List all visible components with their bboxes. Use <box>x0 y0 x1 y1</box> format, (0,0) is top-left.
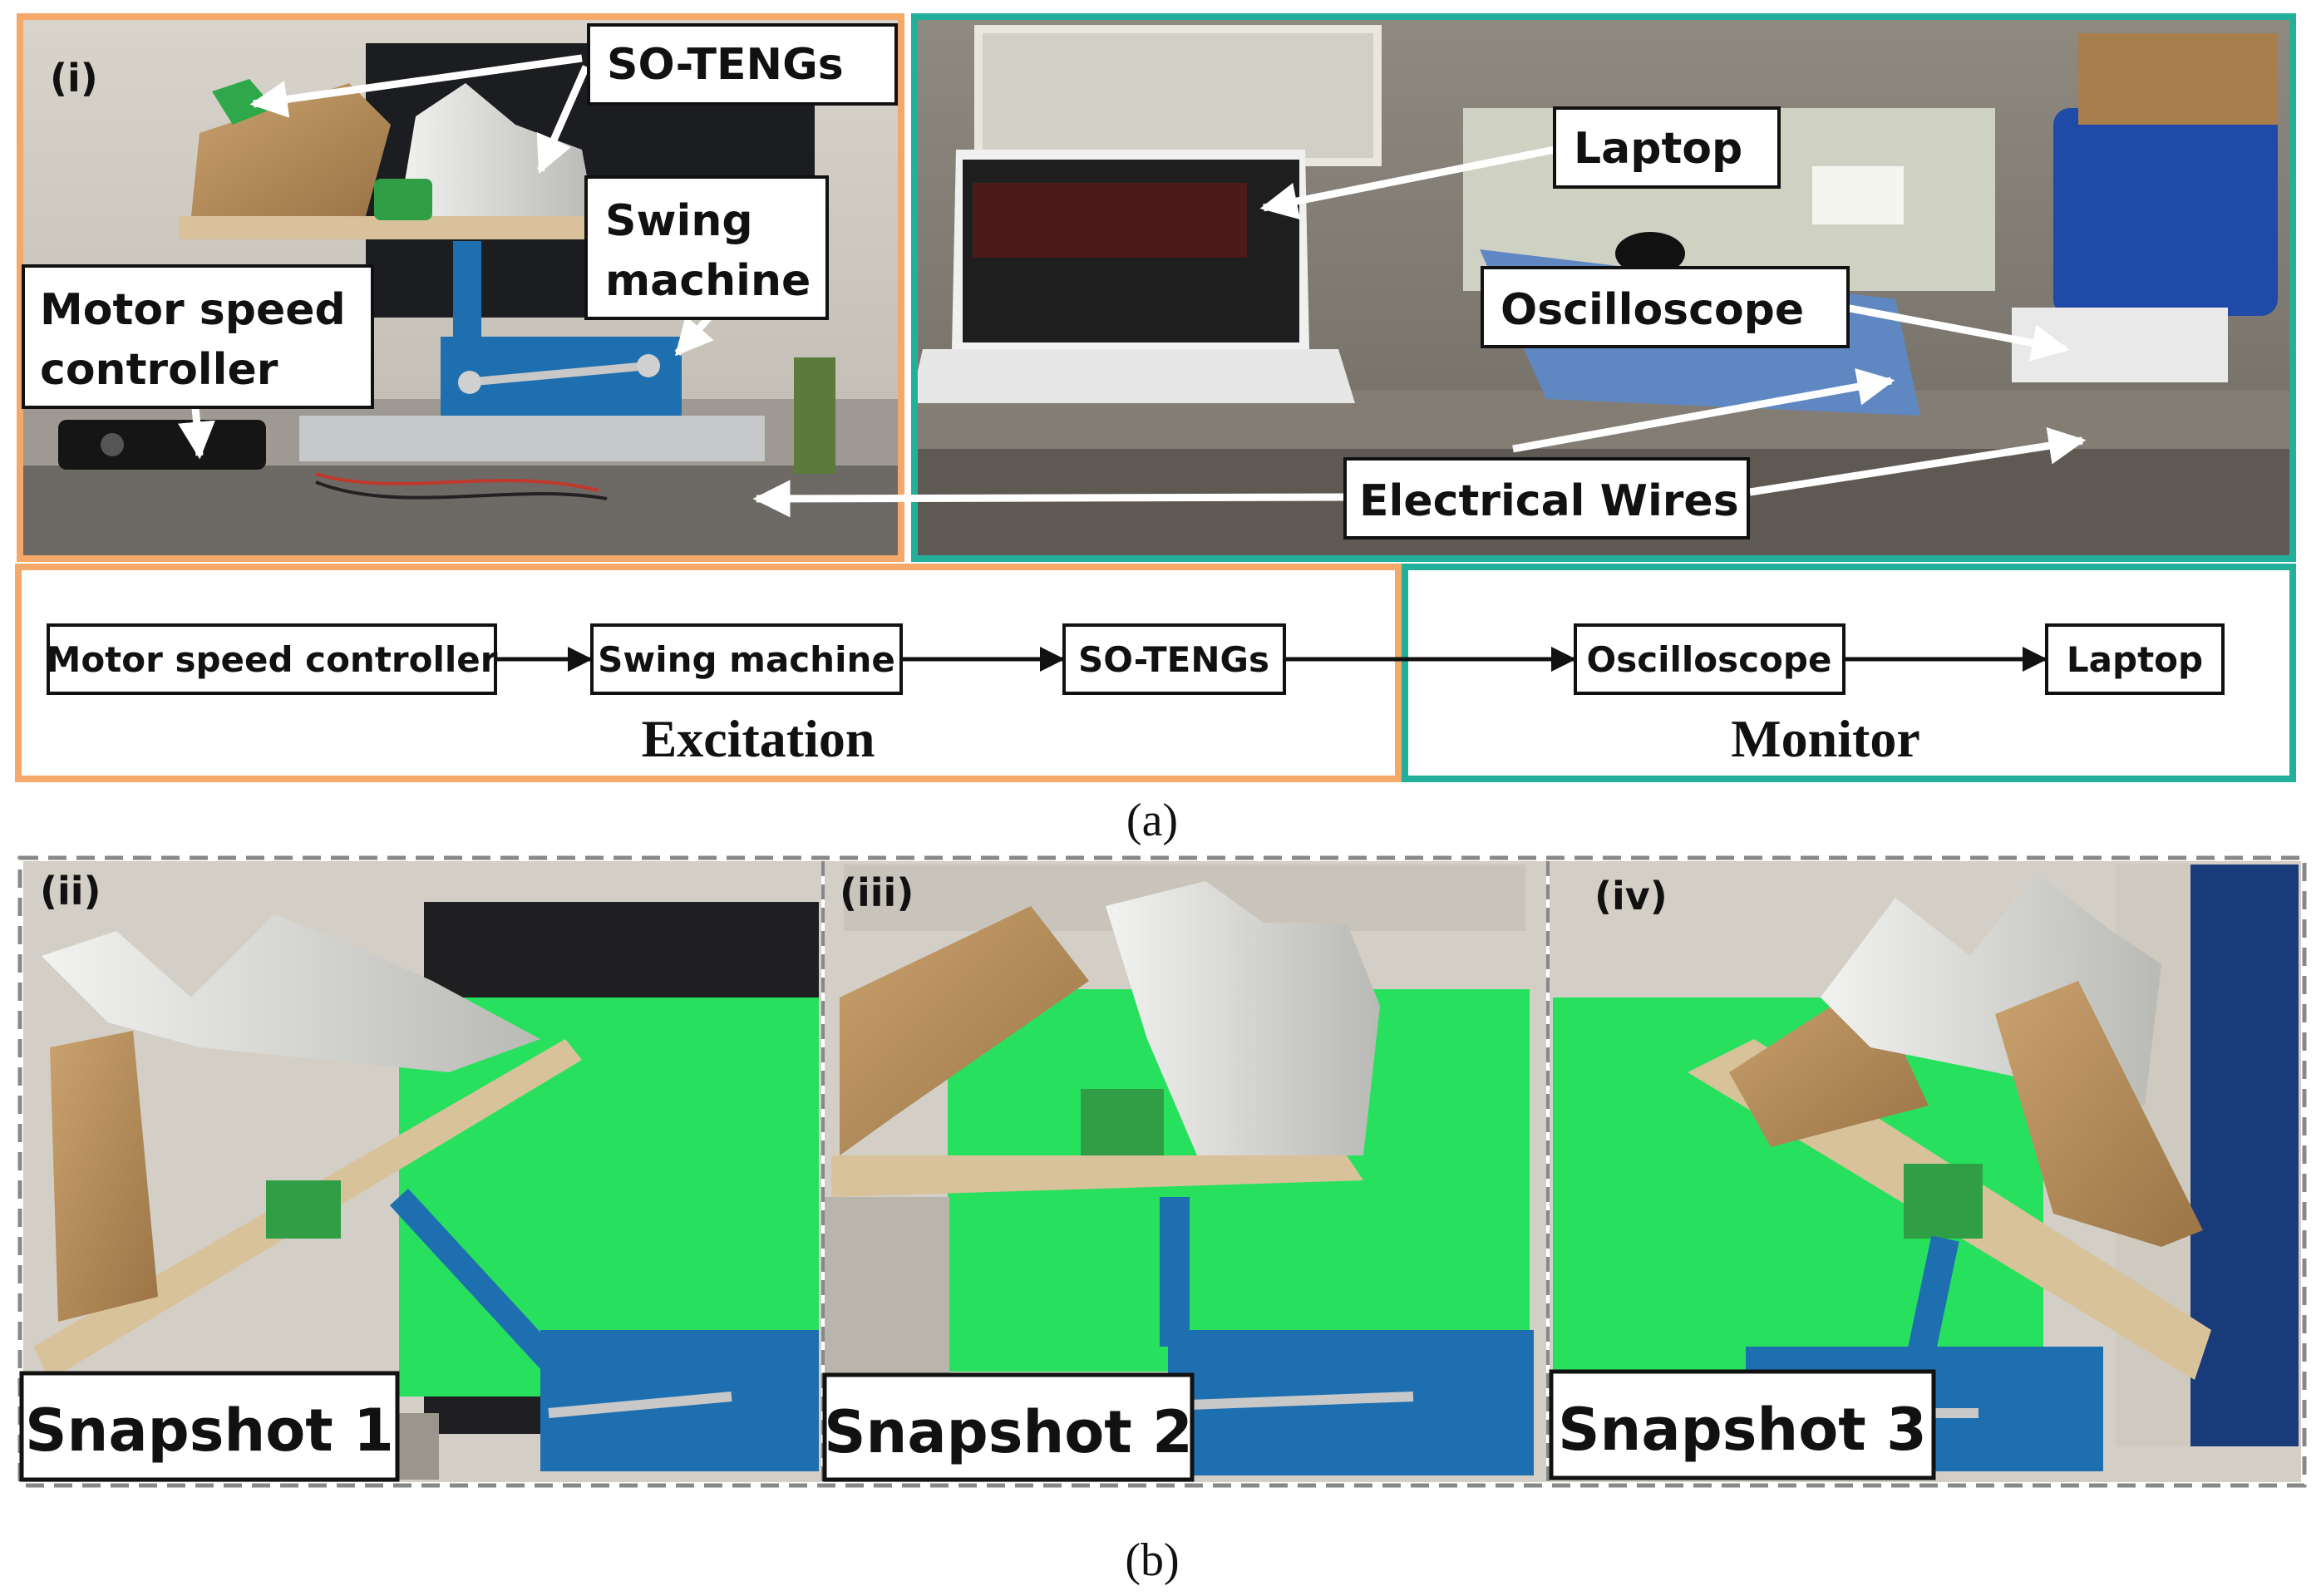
snapshot-2-label: Snapshot 2 <box>824 1398 1193 1466</box>
snapshot-3-photo <box>1550 861 2301 1482</box>
flow-node-oscilloscope-label: Oscilloscope <box>1587 639 1832 680</box>
callout-swing-machine-line2: machine <box>605 256 811 306</box>
so-tengs-shape <box>42 914 540 1072</box>
callout-oscilloscope-label: Oscilloscope <box>1501 285 1804 335</box>
callout-motor-line1: Motor speed <box>40 285 346 335</box>
arrow-wires-up <box>1512 368 1895 453</box>
flow-node-laptop: Laptop <box>2045 623 2225 695</box>
arrow-so-tengs-left <box>249 54 583 118</box>
callout-wires-label: Electrical Wires <box>1359 476 1739 526</box>
caption-a: (a) <box>1126 795 1178 846</box>
monitor-photo-border <box>911 13 2296 562</box>
arrow-motor <box>178 406 215 460</box>
snapshot-1-label: Snapshot 1 <box>25 1396 394 1465</box>
snapshot-3-label: Snapshot 3 <box>1558 1396 1927 1464</box>
panel-label-i: (i) <box>50 56 98 101</box>
arrow-oscilloscope <box>1845 303 2070 362</box>
flow-node-swing-label: Swing machine <box>598 639 895 680</box>
flow-node-so-tengs-label: SO-TENGs <box>1078 639 1269 680</box>
panel-label-iii: (iii) <box>840 870 914 915</box>
snapshot-1-label-box: Snapshot 1 <box>19 1371 400 1482</box>
arrow-so-tengs-right <box>536 65 590 175</box>
flow-node-motor: Motor speed controller <box>47 623 498 695</box>
platform-shape <box>831 1155 1363 1197</box>
panel-label-ii: (ii) <box>40 869 101 914</box>
arrow-wires-right <box>1749 426 2087 496</box>
motor-controller-shape <box>58 420 266 470</box>
callout-swing-machine: Swing machine <box>584 175 829 320</box>
callout-arrows <box>178 54 2087 518</box>
caption-b: (b) <box>1125 1534 1179 1586</box>
snapshot-3-label-box: Snapshot 3 <box>1549 1369 1936 1480</box>
callout-motor-line2: controller <box>40 345 278 395</box>
callout-laptop-label: Laptop <box>1574 124 1742 174</box>
panel-label-iv: (iv) <box>1594 874 1668 919</box>
flow-node-swing: Swing machine <box>590 623 903 695</box>
callout-motor-controller: Motor speed controller <box>22 264 374 409</box>
callout-electrical-wires: Electrical Wires <box>1343 457 1750 539</box>
callout-so-tengs-label: SO-TENGs <box>607 40 844 90</box>
callout-so-tengs: SO-TENGs <box>587 23 898 106</box>
flow-node-laptop-label: Laptop <box>2067 639 2203 680</box>
section-excitation: Excitation <box>642 709 875 768</box>
arrow-wires-left <box>752 480 1346 518</box>
callout-swing-machine-line1: Swing <box>605 196 753 246</box>
flow-node-so-tengs: SO-TENGs <box>1062 623 1286 695</box>
snapshot-2-label-box: Snapshot 2 <box>822 1372 1195 1482</box>
flow-node-oscilloscope: Oscilloscope <box>1574 623 1845 695</box>
excitation-photo-border <box>17 13 904 562</box>
section-monitor: Monitor <box>1731 709 1920 768</box>
arrow-laptop <box>1259 145 1555 220</box>
so-tengs-shape <box>1106 881 1380 1155</box>
panel-b-frame <box>17 855 2307 1488</box>
flow-node-motor-label: Motor speed controller <box>47 639 498 680</box>
callout-laptop: Laptop <box>1553 106 1781 189</box>
so-tengs-shape <box>399 83 594 216</box>
callout-oscilloscope: Oscilloscope <box>1481 266 1850 348</box>
